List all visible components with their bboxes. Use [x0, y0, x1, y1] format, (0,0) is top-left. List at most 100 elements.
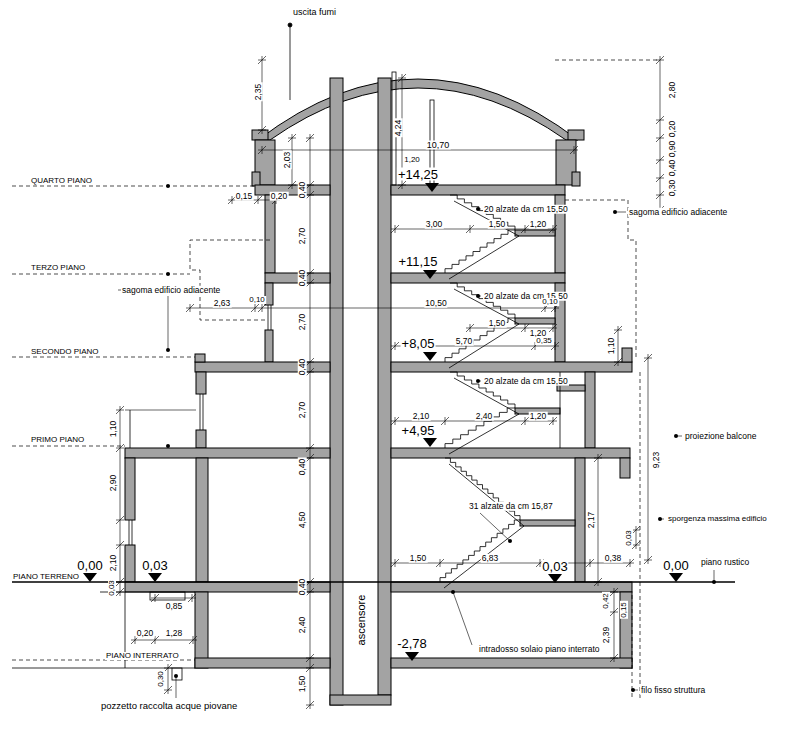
stair-flight: [445, 458, 520, 520]
level-mark: +11,15: [397, 255, 438, 268]
stair-soffit: [449, 236, 519, 279]
level-mark: 0,00: [662, 559, 689, 572]
dimension-line: [632, 526, 640, 549]
annotation-text: PIANO TERRENO: [12, 573, 80, 581]
annotation-text: 0,15: [235, 192, 254, 201]
stair-flight: [445, 230, 515, 273]
dimension-text: 1,10: [607, 337, 616, 356]
dimension-text: 0,42: [602, 592, 610, 610]
dimension-text: 2,39: [602, 626, 611, 645]
dimension-text: 0,20: [668, 120, 677, 139]
dimension-text: 0,30: [157, 670, 165, 688]
annotation-text: 1,20: [529, 329, 548, 338]
level-mark: -2,78: [396, 637, 428, 650]
annotation-text: sagoma edificio adiacente: [121, 286, 221, 295]
annotation-text: 2,10: [412, 412, 431, 421]
dimension-text: 0,40: [668, 159, 677, 178]
annotation-text: 20 alzate da cm 15,50: [483, 205, 569, 214]
annotation-text: 5,70: [455, 337, 474, 346]
dimension-line: [610, 588, 618, 662]
annotation-text: 0,85: [165, 602, 184, 611]
dimension-text: 0,90: [668, 140, 677, 159]
annotation-text: piano rustico: [700, 558, 750, 567]
dimension-line: [186, 304, 559, 312]
annotation-text: filo fisso struttura: [640, 686, 706, 695]
annotation-text: SECONDO PIANO: [30, 348, 100, 356]
annotation-text: 0,20: [270, 192, 289, 201]
annotation-text: PRIMO PIANO: [30, 436, 85, 444]
dimension-text: 0,03: [625, 529, 633, 547]
annotation-text: 0,38: [604, 554, 623, 563]
annotation-text: 20 alzate da cm 15,50: [483, 377, 569, 386]
dimension-text: 2,90: [109, 474, 118, 493]
level-mark: 0,00: [76, 559, 103, 572]
dimension-text: 0,40: [298, 358, 307, 377]
annotation-text: sporgenza massima edificio: [667, 515, 768, 523]
annotation-text: pozzetto raccolta acque piovane: [100, 701, 238, 711]
dimension-text: 0,40: [298, 458, 307, 477]
dimension-text: 0,30: [668, 179, 677, 198]
dimension-text: 2,40: [298, 616, 307, 635]
annotation-text: 0,35: [535, 337, 553, 345]
dimension-text: 2,70: [298, 313, 307, 332]
dimension-line: [391, 559, 634, 567]
annotation-text: 1,20: [529, 220, 548, 229]
annotation-text: 10,50: [424, 299, 447, 308]
annotation-text: 1,50: [488, 220, 507, 229]
level-mark: +4,95: [401, 424, 436, 437]
dimension-text: 2,10: [109, 554, 118, 573]
stair-soffit: [449, 464, 524, 526]
annotation-text: 1,50: [488, 319, 507, 328]
annotation-text: 2,63: [213, 299, 232, 308]
dimension-text: 2,17: [587, 511, 596, 530]
annotation-text: 0,10: [541, 298, 559, 306]
level-mark: 0,03: [541, 560, 568, 573]
dimension-line: [258, 146, 578, 154]
annotation-text: 2,40: [475, 412, 494, 421]
dimension-text: 2,35: [254, 83, 263, 102]
dimension-text: 0,15: [620, 601, 628, 619]
dimension-text: 2,70: [298, 401, 307, 420]
annotation-text: 1,50: [409, 554, 428, 563]
dimension-line: [656, 56, 664, 214]
stair-flight: [445, 408, 515, 448]
dimension-text: 2,70: [298, 227, 307, 246]
lift-shaft: ascensore: [343, 80, 378, 695]
dimension-text: 4,50: [298, 511, 307, 530]
annotation-text: 1,20: [529, 412, 548, 421]
level-mark: 0,03: [141, 559, 168, 572]
annotation-text: 0,10: [248, 296, 266, 304]
stair-soffit: [444, 526, 524, 588]
dimension-text: 0,40: [298, 578, 307, 597]
dimension-line: [306, 134, 314, 709]
annotation-text: 6,83: [481, 554, 500, 563]
annotation-text: TERZO PIANO: [30, 264, 86, 272]
annotation-text: 1,28: [165, 629, 184, 638]
annotation-text: uscita fumi: [292, 8, 337, 17]
annotation-text: QUARTO PIANO: [30, 177, 93, 185]
dimension-text: 2,80: [668, 81, 677, 100]
dimension-line: [164, 664, 172, 694]
annotation-text: PIANO INTERRATO: [105, 652, 180, 660]
annotation-text: 31 alzate da cm 15,87: [468, 502, 554, 511]
annotation-text: 0,20: [136, 629, 155, 638]
level-mark: +8,05: [401, 337, 436, 350]
annotation-text: sagoma edificio adiacente: [628, 208, 728, 217]
level-mark: +14,25: [397, 168, 439, 181]
dimension-text: 9,23: [652, 451, 661, 470]
annotation-text: 1,20: [403, 156, 421, 164]
dimension-text: 0,40: [298, 181, 307, 200]
stair-flight: [445, 318, 515, 362]
stair-flight: [440, 520, 520, 582]
annotation-text: intradosso solaio piano interrato: [478, 645, 601, 654]
dimension-text: 1,50: [298, 675, 307, 694]
dimension-text: 4,24: [394, 119, 403, 138]
shaft-label: ascensore: [355, 595, 366, 646]
dimension-text: 0,40: [298, 269, 307, 288]
dimension-text: 2,03: [283, 151, 292, 170]
stair-flight: [450, 283, 515, 318]
annotation-text: 3,00: [425, 220, 444, 229]
annotation-text: proiezione balcone: [684, 432, 757, 441]
